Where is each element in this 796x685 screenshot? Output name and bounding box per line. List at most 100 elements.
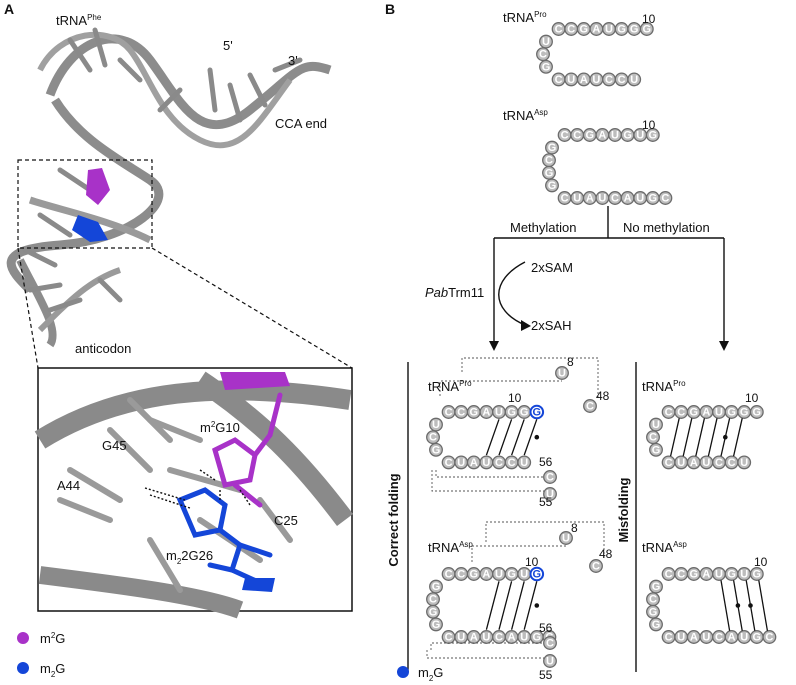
cf-pro-top-3: A	[482, 407, 490, 419]
cf-asp-u8-circle	[559, 531, 573, 545]
top-pro-label: tRNAPro	[503, 10, 547, 25]
top-asp-top-7-circle	[645, 128, 660, 142]
mf-asp-left-2: G	[649, 606, 658, 618]
top-asp-top-7: G	[649, 130, 658, 142]
no-methylation-label: No methylation	[623, 220, 710, 235]
mf-asp-bot-2: A	[690, 632, 698, 644]
top-asp-left-3: G	[548, 180, 557, 192]
mf-asp-label: tRNAAsp	[642, 540, 687, 555]
cf-pro-pair-1	[498, 419, 513, 456]
cf-asp-bot-7: G	[533, 632, 542, 644]
cf-asp-bot-4: C	[495, 632, 503, 644]
cf-pro-tertiary-8	[439, 380, 562, 396]
top-pro-top-7-circle	[639, 22, 654, 36]
cf-pro-u8: U	[558, 368, 566, 380]
mf-asp-top-4: U	[715, 569, 723, 581]
cf-pro-top-0: C	[445, 407, 453, 419]
cf-pro-u8-circle	[555, 366, 569, 380]
mf-pro-bot-3: U	[702, 457, 710, 469]
mf-asp-left-1: C	[649, 594, 657, 606]
cf-pro-pos56: 56	[539, 455, 553, 469]
mf-pro-top-1: C	[677, 407, 685, 419]
mf-pro-bot-6: U	[740, 457, 748, 469]
cf-pro-pair-dot	[534, 434, 540, 440]
mf-pro-top-4: U	[715, 407, 723, 419]
cf-pro-pair-2	[510, 419, 525, 456]
cf-asp-left-2-circle	[426, 604, 440, 619]
cf-pro-pair-3	[523, 419, 538, 456]
top-pro-top-5: G	[617, 24, 626, 36]
cf-pro-c56-circle	[543, 470, 557, 484]
top-pro-bot-3: U	[592, 74, 600, 86]
top-asp-bot-6: U	[636, 193, 644, 205]
mf-asp-bot-6: U	[740, 632, 748, 644]
mf-pro-left-0: U	[652, 419, 660, 431]
mf-pro-bot-6-circle	[737, 455, 752, 470]
top-pro-left-2: G	[542, 61, 551, 73]
cf-asp-left-1: C	[429, 594, 437, 606]
mf-pro-left-1-circle	[646, 430, 660, 445]
top-pro-pos10: 10	[642, 12, 656, 26]
cf-pro-top-7-circle	[529, 404, 545, 420]
legend-b-m22g-swatch	[397, 666, 409, 678]
top-pro-left-0: U	[542, 36, 550, 48]
mf-asp-pair-dot-1	[735, 603, 741, 608]
sah-label: 2xSAH	[531, 318, 571, 333]
cf-pro-bot-0: C	[445, 457, 453, 469]
three-prime-label: 3'	[288, 53, 298, 68]
top-asp-left-0: G	[548, 142, 557, 154]
c25-label: C25	[274, 513, 298, 528]
mf-pro-bot-1: U	[677, 457, 685, 469]
cf-pro-top-6: G	[520, 407, 529, 419]
cf-asp-c56-circle	[543, 636, 557, 650]
top-asp-top-4: U	[611, 130, 619, 142]
cf-pro-top-7: G	[533, 407, 542, 419]
zoom-guide-right	[151, 247, 353, 369]
mf-pro-pos10: 10	[745, 391, 759, 405]
top-pro-top-3: A	[592, 24, 600, 36]
mf-asp-bot-1: U	[677, 632, 685, 644]
cf-asp-tertiary-8	[471, 545, 566, 562]
mf-pro-pair-3	[695, 418, 706, 457]
cf-asp-bot-3: U	[482, 632, 490, 644]
cf-pro-bot-2: A	[470, 457, 478, 469]
cf-pro-bot-1: U	[457, 457, 465, 469]
mf-pro-pair-2	[682, 418, 693, 457]
cf-pro-c48: C	[586, 401, 594, 413]
mf-pro-left-2: G	[652, 444, 661, 456]
legend-m22g-label: m2G	[40, 661, 65, 679]
mf-pro-pair-dot	[723, 434, 728, 440]
mf-asp-bot-0: C	[665, 632, 673, 644]
cf-pro-tertiary-48	[461, 357, 599, 400]
top-pro-bot-6: U	[630, 74, 638, 86]
zoom-region-box	[17, 159, 153, 249]
five-prime-label: 5'	[223, 38, 233, 53]
cf-pro-pos55: 55	[539, 495, 553, 509]
cf-asp-top-7: G	[533, 569, 542, 581]
mf-pro-pair-4	[707, 418, 718, 457]
cf-pro-pair-0	[485, 419, 500, 456]
top-pro-bot-0: C	[555, 74, 563, 86]
cf-pro-left-2-circle	[429, 442, 443, 457]
cf-asp-top-2: G	[470, 569, 479, 581]
cf-pro-u55-circle	[543, 487, 557, 501]
panel-b-label: B	[385, 1, 395, 17]
trna-structure	[6, 27, 332, 348]
mf-asp-bot-4: C	[715, 632, 723, 644]
top-pro-top-4: U	[605, 24, 613, 36]
cf-pro-tertiary-56	[435, 470, 544, 478]
top-pro-bot-1: U	[567, 74, 575, 86]
mf-pro-pair-1	[669, 418, 680, 457]
cf-pro-left-1: C	[429, 432, 437, 444]
mf-asp-top-7-circle	[749, 567, 764, 581]
mf-pro-left-1: C	[649, 432, 657, 444]
mf-asp-left-3: G	[652, 619, 661, 631]
mf-pro-pair-6	[732, 418, 743, 457]
cf-asp-bot-6: U	[520, 632, 528, 644]
top-asp-bot-1: U	[573, 193, 581, 205]
branch-arrows	[493, 206, 725, 343]
top-pro-bot-2: A	[580, 74, 588, 86]
legend-m2g-swatch	[17, 632, 29, 644]
cf-asp-c56: C	[546, 638, 554, 650]
